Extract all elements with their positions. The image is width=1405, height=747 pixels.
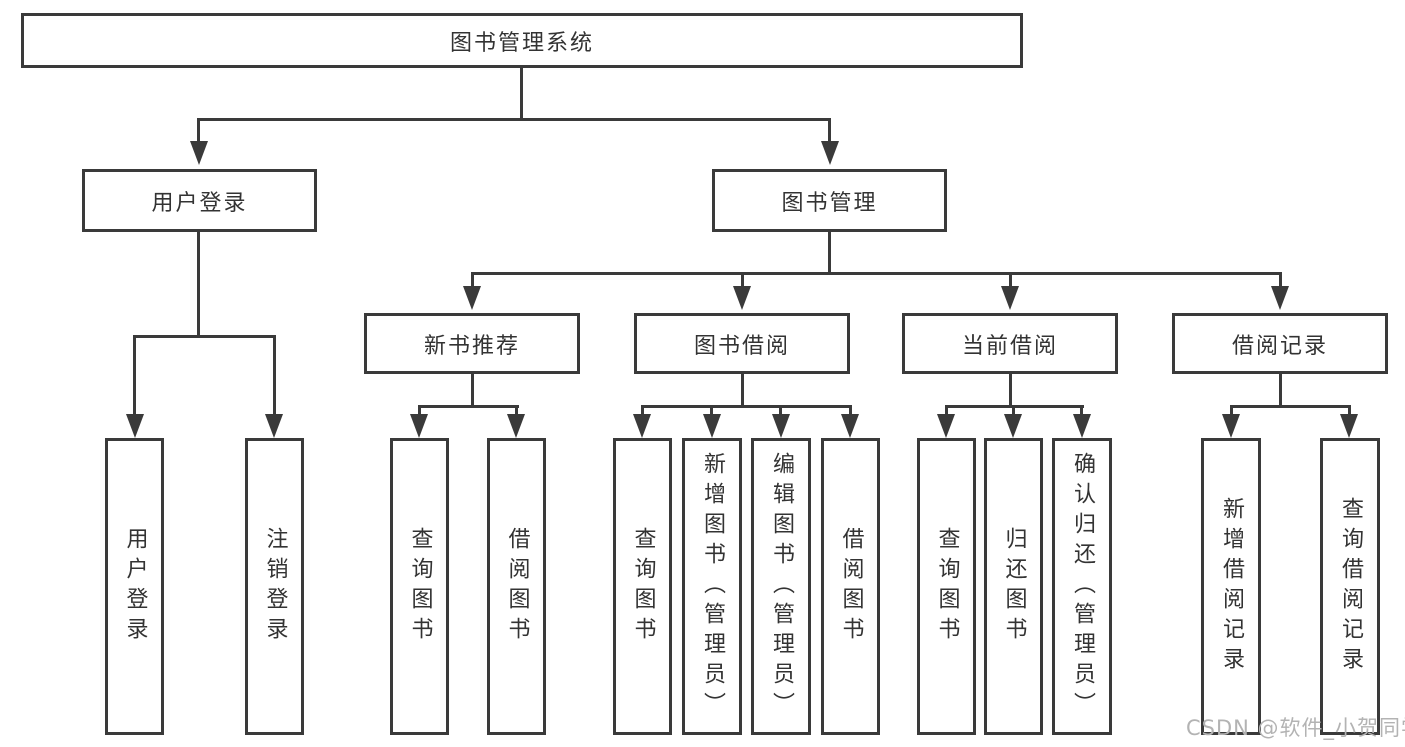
connector-line <box>741 372 744 408</box>
connector-line <box>1009 272 1012 290</box>
arrow-down-icon <box>507 414 525 438</box>
connector-line <box>273 335 276 416</box>
node-leaf-confirm-return-admin: 确认归还（管理员） <box>1052 438 1112 735</box>
connector-line <box>641 405 644 416</box>
arrow-down-icon <box>772 414 790 438</box>
connector-line <box>418 405 421 416</box>
arrow-down-icon <box>190 141 208 165</box>
node-book-borrow: 图书借阅 <box>634 313 850 374</box>
connector-line <box>471 372 474 408</box>
connector-line <box>828 230 831 275</box>
node-leaf-edit-books-admin: 编辑图书（管理员） <box>751 438 811 735</box>
connector-line <box>133 335 136 416</box>
node-leaf-borrow-books-1: 借阅图书 <box>487 438 546 735</box>
arrow-down-icon <box>841 414 859 438</box>
connector-line <box>1279 272 1282 290</box>
connector-line <box>418 405 519 408</box>
node-leaf-add-books-admin: 新增图书（管理员） <box>682 438 742 735</box>
arrow-down-icon <box>410 414 428 438</box>
node-leaf-query-borrow-record: 查询借阅记录 <box>1320 438 1380 735</box>
arrow-down-icon <box>1222 414 1240 438</box>
arrow-down-icon <box>126 414 144 438</box>
arrow-down-icon <box>1271 286 1289 310</box>
connector-line <box>1080 405 1083 416</box>
connector-line <box>471 272 474 290</box>
node-leaf-user-login: 用户登录 <box>105 438 164 735</box>
arrow-down-icon <box>937 414 955 438</box>
node-current-borrow: 当前借阅 <box>902 313 1118 374</box>
connector-line <box>471 272 1282 275</box>
connector-line <box>1009 372 1012 408</box>
arrow-down-icon <box>1340 414 1358 438</box>
connector-line <box>197 118 831 121</box>
arrow-down-icon <box>463 286 481 310</box>
arrow-down-icon <box>265 414 283 438</box>
arrow-down-icon <box>703 414 721 438</box>
connector-line <box>741 272 744 290</box>
connector-line <box>1279 372 1282 408</box>
node-new-book-recommend: 新书推荐 <box>364 313 580 374</box>
node-leaf-add-borrow-record: 新增借阅记录 <box>1201 438 1261 735</box>
arrow-down-icon <box>1001 286 1019 310</box>
connector-line <box>710 405 713 416</box>
arrow-down-icon <box>1073 414 1091 438</box>
node-book-management: 图书管理 <box>712 169 947 232</box>
connector-line <box>197 230 200 338</box>
node-user-login: 用户登录 <box>82 169 317 232</box>
connector-line <box>1230 405 1351 408</box>
connector-line <box>779 405 782 416</box>
csdn-watermark: CSDN @软件_小贺同学 <box>1186 716 1405 740</box>
node-leaf-query-books-2: 查询图书 <box>613 438 672 735</box>
arrow-down-icon <box>821 141 839 165</box>
arrow-down-icon <box>633 414 651 438</box>
connector-line <box>641 405 852 408</box>
node-library-system: 图书管理系统 <box>21 13 1023 68</box>
connector-line <box>1348 405 1351 416</box>
node-leaf-query-books-3: 查询图书 <box>917 438 976 735</box>
node-leaf-return-books: 归还图书 <box>984 438 1043 735</box>
connector-line <box>849 405 852 416</box>
node-leaf-logout: 注销登录 <box>245 438 304 735</box>
connector-line <box>828 118 831 143</box>
node-leaf-query-books-1: 查询图书 <box>390 438 449 735</box>
connector-line <box>1230 405 1233 416</box>
connector-line <box>1012 405 1015 416</box>
connector-line <box>515 405 518 416</box>
node-borrow-records: 借阅记录 <box>1172 313 1388 374</box>
arrow-down-icon <box>1004 414 1022 438</box>
connector-line <box>133 335 276 338</box>
connector-line <box>197 118 200 143</box>
arrow-down-icon <box>733 286 751 310</box>
connector-line <box>520 66 523 121</box>
node-leaf-borrow-books-2: 借阅图书 <box>821 438 880 735</box>
connector-line <box>945 405 948 416</box>
